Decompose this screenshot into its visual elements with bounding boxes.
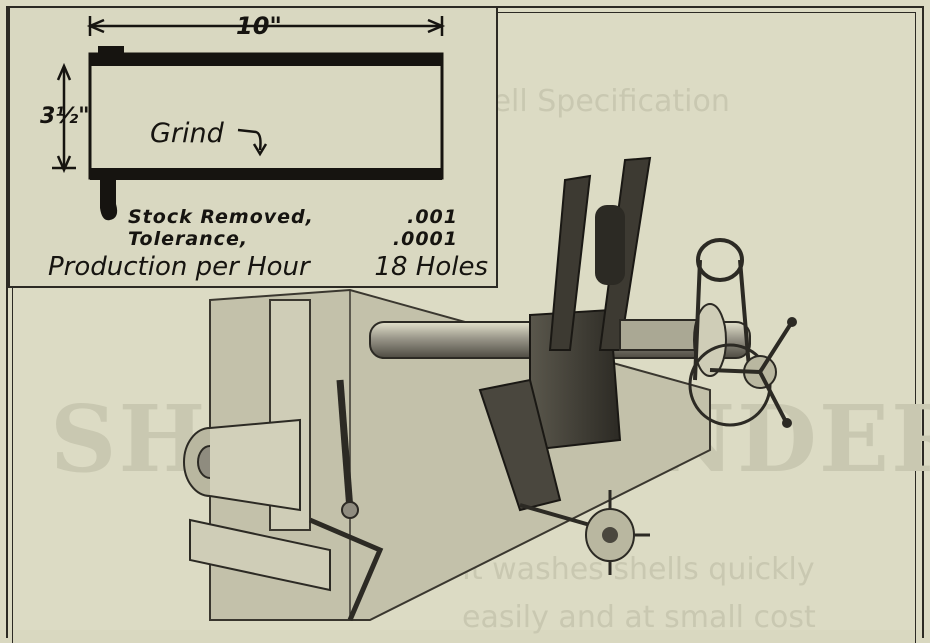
width-dimension-label: 10" [236, 12, 282, 40]
stock-removed-value: .001 [407, 206, 458, 228]
tolerance-label: Tolerance, [128, 228, 249, 250]
production-row: Production per Hour 18 Holes [48, 252, 488, 284]
stock-removed-label: Stock Removed, [128, 206, 314, 228]
tolerance-row: Tolerance, .0001 [128, 228, 458, 250]
grinding-spec-inset: 10" 3½" Grind Stock Removed, .001 Tolera… [8, 6, 498, 288]
height-dimension-label: 3½" [40, 104, 90, 129]
grind-label: Grind [150, 118, 224, 149]
bleed-through-line-1: It washes shells quickly [462, 552, 815, 587]
production-value: 18 Holes [374, 252, 488, 282]
catalog-page: Complying with the New Shell Specificati… [6, 6, 930, 643]
grinding-machine-illustration [183, 156, 797, 621]
tolerance-value: .0001 [392, 228, 458, 250]
production-label: Production per Hour [48, 252, 310, 282]
stock-removed-row: Stock Removed, .001 [128, 206, 458, 228]
part-dimension-drawing [52, 16, 446, 221]
bleed-through-line-2: easily and at small cost [462, 600, 816, 635]
